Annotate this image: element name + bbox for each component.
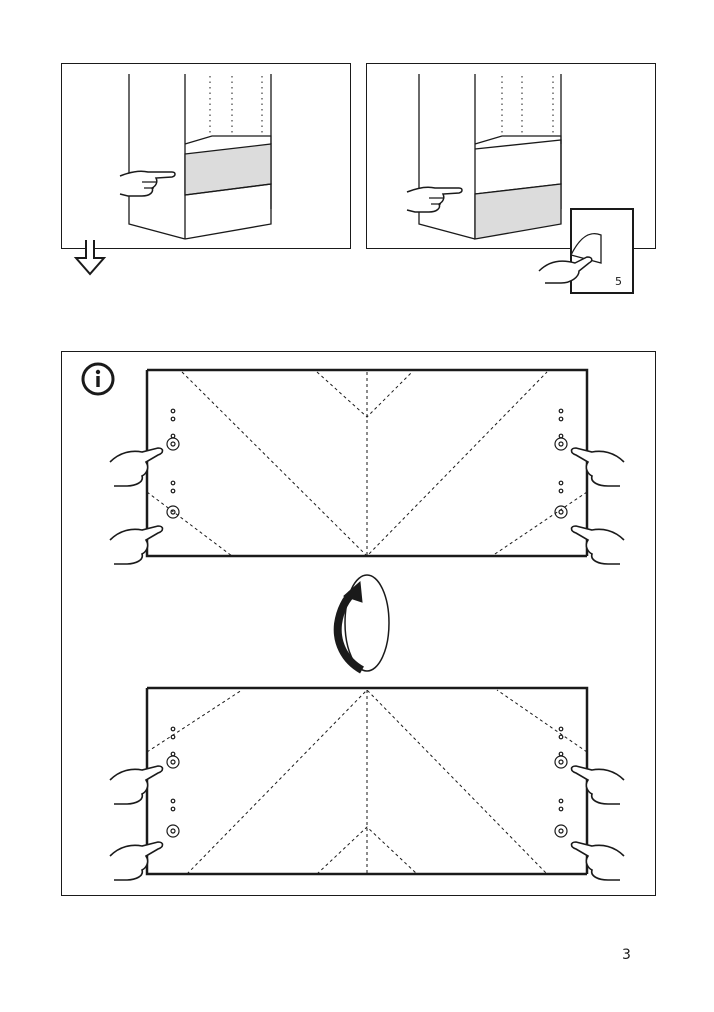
pointing-hand-icon [570, 765, 625, 881]
info-panel-drill-guide [61, 351, 656, 896]
sticker-sheet-count: 5 [615, 275, 622, 288]
pointing-hand-icon [109, 447, 164, 565]
sticker-sheet-icon: 5 [538, 208, 634, 294]
page-number: 3 [622, 947, 631, 963]
highlighted-drawer-front [184, 143, 272, 196]
info-icon [81, 362, 115, 396]
pointing-hand-icon [119, 170, 176, 197]
step-panel-front-lower [366, 63, 656, 249]
cabinet-lower-drawer-illustration [406, 74, 562, 240]
rotate-arrow-icon [333, 574, 390, 674]
highlighted-drawer-front [474, 183, 562, 240]
pointing-hand-icon [406, 186, 463, 213]
pointing-hand-icon [570, 447, 625, 565]
arrow-down-icon [73, 240, 107, 276]
template-board-lower [145, 686, 589, 876]
cabinet-upper-drawer-illustration [119, 74, 272, 240]
step-panel-front-upper [61, 63, 351, 249]
drill-template-illustration [81, 362, 625, 881]
pointing-hand-icon [109, 765, 164, 881]
template-board-upper [145, 368, 589, 558]
